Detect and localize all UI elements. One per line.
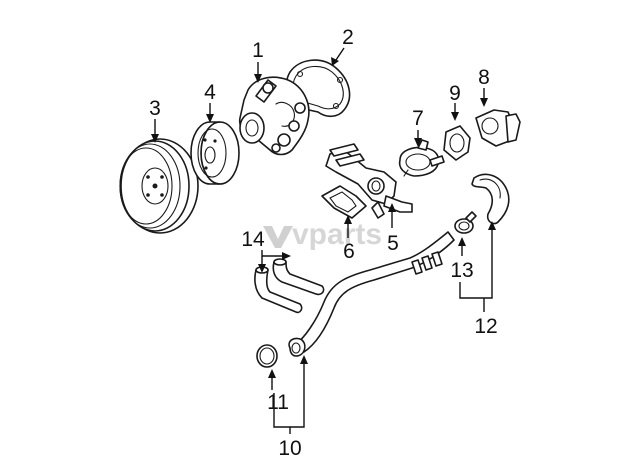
thermostat-housing xyxy=(475,109,521,147)
hose-clamp xyxy=(454,211,477,234)
callout-8: 8 xyxy=(478,66,490,89)
callout-13: 13 xyxy=(450,259,473,282)
thermostat xyxy=(398,139,445,177)
callout-5: 5 xyxy=(387,232,399,255)
callout-6: 6 xyxy=(343,240,355,263)
watermark-text: vparts xyxy=(292,218,382,251)
callout-14: 14 xyxy=(241,228,265,251)
crankshaft-pulley xyxy=(119,138,199,234)
callout-12: 12 xyxy=(474,315,497,338)
water-pipe xyxy=(288,231,455,357)
callout-9: 9 xyxy=(449,82,461,105)
water-pump-pulley xyxy=(190,121,240,185)
callout-3: 3 xyxy=(149,97,161,120)
upper-hose xyxy=(471,173,510,225)
bypass-hoses xyxy=(254,258,325,314)
callout-11: 11 xyxy=(267,391,289,414)
callout-1: 1 xyxy=(252,39,264,62)
callout-2: 2 xyxy=(342,26,354,49)
callout-4: 4 xyxy=(204,81,216,104)
o-ring xyxy=(256,344,278,368)
water-pump xyxy=(238,76,310,156)
callout-10: 10 xyxy=(278,437,301,460)
outlet-gasket xyxy=(321,185,367,219)
callout-labels: 1 2 3 4 5 6 7 8 9 10 11 12 13 14 xyxy=(149,26,498,460)
watermark-logo-icon xyxy=(263,226,293,248)
leader-lines xyxy=(151,47,496,434)
thermostat-gasket xyxy=(443,125,471,161)
watermark: vparts xyxy=(263,218,382,251)
callout-7: 7 xyxy=(412,107,424,130)
water-outlet xyxy=(325,143,413,219)
